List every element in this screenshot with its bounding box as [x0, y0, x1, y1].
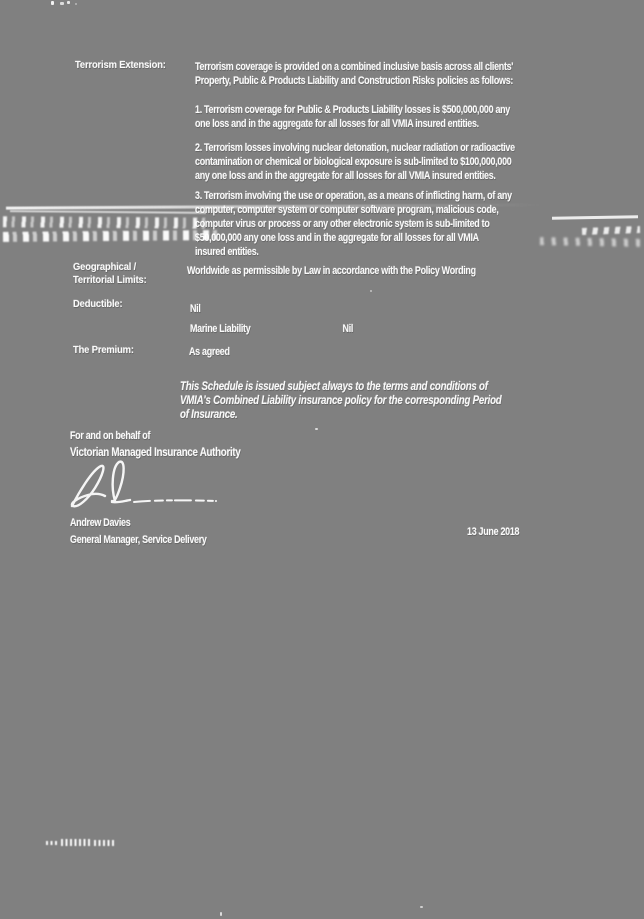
scan-speck: [315, 428, 318, 430]
deductible-label: Deductible:: [73, 298, 123, 310]
geographical-limits-value: Worldwide as permissible by Law in accor…: [187, 265, 476, 277]
scan-band-line: [9, 210, 207, 214]
scan-speck: [67, 1, 70, 4]
scan-speck: [51, 1, 54, 5]
schedule-notice: This Schedule is issued subject always t…: [180, 381, 502, 421]
terrorism-paragraph-2: 2. Terrorism losses involving nuclear de…: [195, 142, 515, 182]
schedule-date: 13 June 2018: [467, 526, 520, 538]
scan-band-line: [551, 215, 639, 220]
signoff-preamble: For and on behalf of: [70, 430, 151, 442]
scan-speck: [420, 906, 423, 908]
premium-value: As agreed: [189, 346, 230, 358]
scan-band-speckle: [2, 216, 212, 229]
marine-liability-label: Marine Liability: [190, 323, 251, 335]
footer-reference-smudge: [61, 839, 90, 846]
scan-band-speckle: [581, 225, 641, 236]
marine-liability-value: Nil: [342, 323, 354, 335]
signature-mark: [70, 460, 217, 508]
scan-speck: [220, 912, 222, 916]
footer-reference-smudge: [94, 840, 116, 846]
scan-speck: [75, 3, 77, 5]
terrorism-extension-label: Terrorism Extension:: [75, 59, 166, 71]
scan-band-speckle: [539, 237, 641, 247]
signatory-name: Andrew Davies: [70, 517, 131, 529]
scan-speck: [370, 290, 372, 292]
terrorism-paragraph-3: 3. Terrorism involving the use or operat…: [195, 190, 512, 258]
footer-reference-smudge: [46, 841, 57, 845]
deductible-marine-row: Marine Liability Nil: [190, 322, 353, 336]
terrorism-paragraph-1: 1. Terrorism coverage for Public & Produ…: [195, 104, 511, 130]
terrorism-paragraph-intro: Terrorism coverage is provided on a comb…: [195, 61, 514, 87]
signoff-organisation: Victorian Managed Insurance Authority: [70, 445, 241, 459]
scan-band-speckle: [2, 230, 220, 242]
signatory-title: General Manager, Service Delivery: [70, 534, 207, 546]
geographical-limits-label: Geographical / Territorial Limits:: [73, 261, 147, 286]
premium-label: The Premium:: [73, 344, 134, 356]
scan-speck: [60, 2, 64, 5]
deductible-value: Nil: [190, 303, 201, 315]
